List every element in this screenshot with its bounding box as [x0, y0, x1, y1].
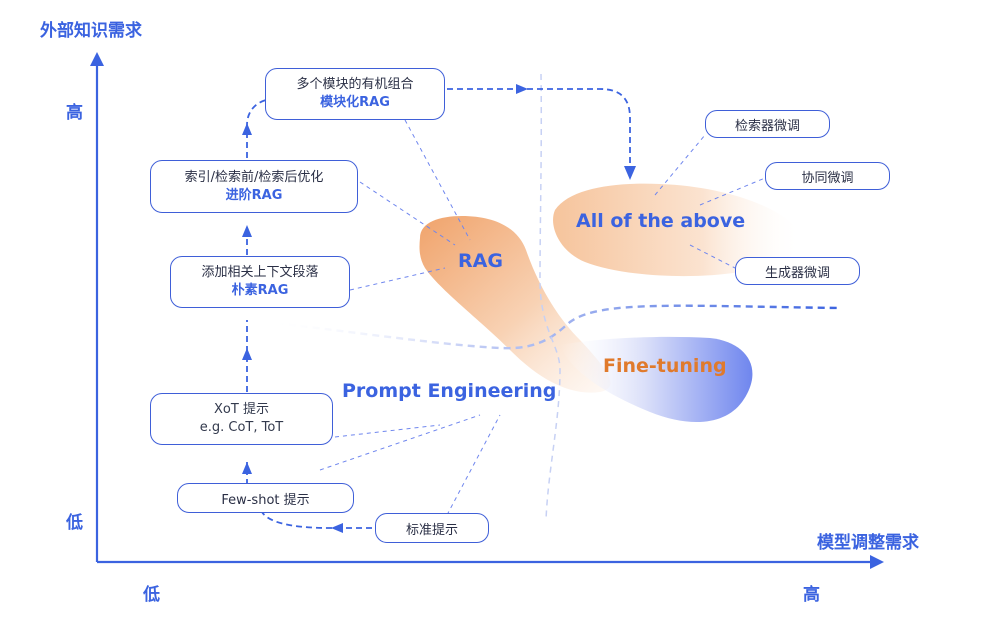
node-collab-ft: 协同微调 — [765, 162, 890, 190]
node-modular-rag-desc: 多个模块的有机组合 — [296, 77, 414, 93]
node-retriever-ft: 检索器微调 — [705, 110, 830, 138]
node-xot-example: e.g. CoT, ToT — [199, 420, 284, 435]
x-axis-arrow — [870, 555, 884, 569]
x-tick-high: 高 — [803, 585, 820, 605]
vertical-boundary — [539, 73, 561, 521]
node-modular-rag: 多个模块的有机组合 模块化RAG — [265, 68, 445, 120]
node-naive-rag-desc: 添加相关上下文段落 — [201, 265, 319, 281]
y-tick-high: 高 — [66, 103, 83, 123]
all-region — [553, 183, 803, 277]
label-prompt-engineering: Prompt Engineering — [342, 380, 557, 402]
finetune-region — [560, 336, 753, 423]
x-tick-low: 低 — [143, 585, 160, 605]
y-axis-arrow — [90, 52, 104, 66]
node-xot-title: XoT 提示 — [214, 402, 269, 418]
node-xot-prompt: XoT 提示 e.g. CoT, ToT — [150, 393, 333, 445]
node-few-shot: Few-shot 提示 — [177, 483, 354, 513]
node-naive-rag: 添加相关上下文段落 朴素RAG — [170, 256, 350, 308]
node-advanced-rag: 索引/检索前/检索后优化 进阶RAG — [150, 160, 358, 213]
label-rag: RAG — [458, 250, 503, 272]
node-standard-prompt: 标准提示 — [375, 513, 489, 543]
y-axis-title: 外部知识需求 — [40, 21, 142, 41]
horizontal-boundary — [264, 304, 841, 350]
node-generator-ft: 生成器微调 — [735, 257, 860, 285]
node-advanced-rag-title: 进阶RAG — [225, 187, 283, 203]
x-axis-title: 模型调整需求 — [817, 533, 919, 553]
y-tick-low: 低 — [66, 513, 83, 533]
node-naive-rag-title: 朴素RAG — [231, 283, 289, 298]
node-modular-rag-title: 模块化RAG — [320, 95, 390, 110]
label-all-above: All of the above — [576, 210, 746, 232]
label-finetuning: Fine-tuning — [603, 355, 727, 377]
node-advanced-rag-desc: 索引/检索前/检索后优化 — [184, 169, 324, 185]
